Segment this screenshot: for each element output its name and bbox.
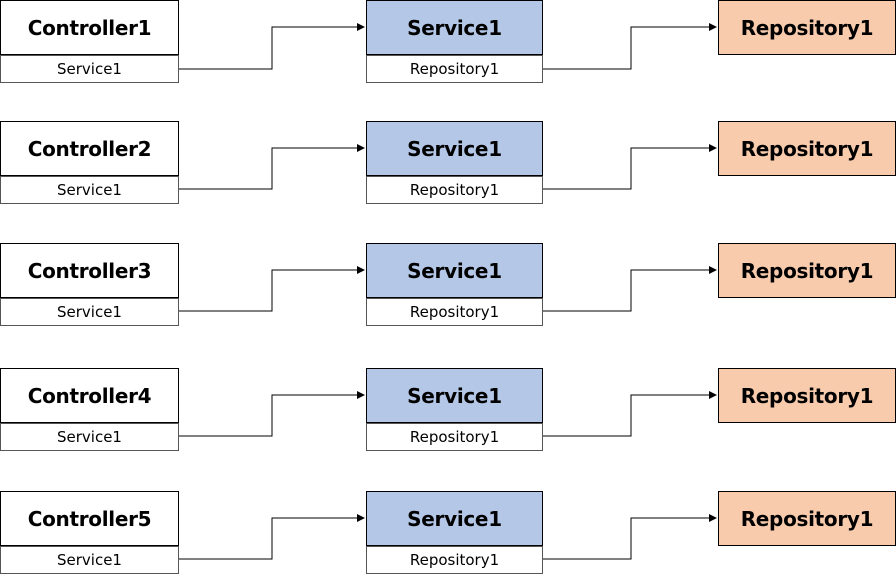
controller-box: Controller2 <box>0 121 179 176</box>
service-field: Repository1 <box>366 546 543 574</box>
service-box: Service1 <box>366 121 543 176</box>
controller-to-service-arrow <box>179 514 365 560</box>
controller-field: Service1 <box>0 176 179 204</box>
controller-field: Service1 <box>0 298 179 326</box>
repository-box: Repository1 <box>718 121 896 176</box>
controller-to-service-arrow <box>179 23 365 70</box>
service-field: Repository1 <box>366 55 543 83</box>
controller-box: Controller3 <box>0 243 179 298</box>
service-to-repository-arrow <box>543 23 717 70</box>
repository-box: Repository1 <box>718 368 896 423</box>
repository-box: Repository1 <box>718 0 896 55</box>
service-to-repository-arrow <box>543 144 717 190</box>
repository-box: Repository1 <box>718 491 896 546</box>
service-field: Repository1 <box>366 298 543 326</box>
controller-field: Service1 <box>0 546 179 574</box>
controller-field: Service1 <box>0 55 179 83</box>
service-box: Service1 <box>366 243 543 298</box>
controller-to-service-arrow <box>179 266 365 312</box>
service-field: Repository1 <box>366 176 543 204</box>
service-to-repository-arrow <box>543 514 717 560</box>
service-field: Repository1 <box>366 423 543 451</box>
service-box: Service1 <box>366 491 543 546</box>
controller-box: Controller5 <box>0 491 179 546</box>
controller-field: Service1 <box>0 423 179 451</box>
service-box: Service1 <box>366 0 543 55</box>
repository-box: Repository1 <box>718 243 896 298</box>
service-box: Service1 <box>366 368 543 423</box>
service-to-repository-arrow <box>543 266 717 312</box>
service-to-repository-arrow <box>543 391 717 437</box>
controller-to-service-arrow <box>179 391 365 437</box>
controller-box: Controller4 <box>0 368 179 423</box>
controller-to-service-arrow <box>179 144 365 190</box>
controller-box: Controller1 <box>0 0 179 55</box>
